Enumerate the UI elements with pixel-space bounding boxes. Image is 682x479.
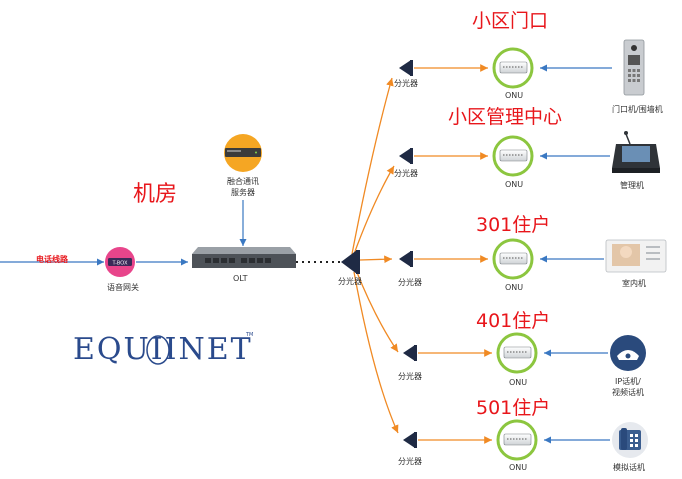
door-station-icon — [623, 39, 645, 96]
server-icon — [224, 134, 262, 172]
olt-label: OLT — [233, 274, 248, 283]
onu-icon — [492, 47, 534, 89]
device-label: 管理机 — [620, 181, 644, 190]
onu-label: ONU — [505, 283, 524, 292]
indoor-monitor-icon — [605, 239, 667, 273]
device-to-onu-links — [540, 64, 612, 444]
onu-label: ONU — [509, 378, 528, 387]
gateway-badge: T-BOX — [112, 261, 128, 267]
branch-splitter-icons — [399, 60, 417, 448]
onu-label: ONU — [505, 91, 524, 100]
device-label: 模拟话机 — [613, 463, 645, 472]
splitter-icon — [399, 148, 413, 164]
splitter-to-onu-links — [414, 64, 492, 444]
splitter-label: 分光器 — [398, 278, 422, 287]
device-label-line2: 视频话机 — [612, 388, 644, 397]
splitter-label: 分光器 — [398, 372, 422, 381]
telephone-line-label: 电话线路 — [36, 255, 68, 264]
splitter-icon — [403, 432, 417, 448]
central-splitter-icon — [341, 250, 360, 274]
branch-title: 301住户 — [476, 214, 551, 236]
onu-icon — [492, 135, 534, 177]
server-label-line2: 服务器 — [231, 188, 255, 197]
central-splitter-label: 分光器 — [338, 277, 362, 286]
branch-title: 501住户 — [476, 397, 551, 419]
splitter-icon — [399, 251, 413, 267]
splitter-label: 分光器 — [394, 169, 418, 178]
logo-mark — [146, 335, 170, 365]
onu-label: ONU — [505, 180, 524, 189]
brand-logo: EQUIINET — [73, 332, 253, 367]
onu-icon — [492, 238, 534, 280]
onu-label: ONU — [509, 463, 528, 472]
onu-icon — [496, 419, 538, 461]
branch-title: 401住户 — [476, 310, 551, 332]
device-label: IP话机/ — [615, 377, 641, 386]
analog-phone-icon — [612, 422, 648, 458]
branch-title: 小区门口 — [472, 10, 549, 32]
fiber-links — [351, 77, 399, 434]
branch-title: 小区管理中心 — [448, 106, 563, 128]
onu-icon — [496, 332, 538, 374]
splitter-label: 分光器 — [398, 457, 422, 466]
olt-device-icon — [192, 247, 296, 268]
splitter-icon — [399, 60, 413, 76]
device-label: 门口机/围墙机 — [612, 105, 663, 114]
room-label: 机房 — [133, 182, 178, 207]
voice-gateway-icon: T-BOX — [105, 247, 135, 277]
gateway-label: 语音网关 — [107, 283, 139, 292]
management-console-icon — [612, 131, 660, 173]
logo-trademark: TM — [246, 332, 254, 338]
server-label-line1: 融合通讯 — [227, 177, 259, 186]
splitter-icon — [403, 345, 417, 361]
splitter-label: 分光器 — [394, 79, 418, 88]
ip-phone-icon — [610, 335, 646, 371]
onu-icons — [492, 47, 538, 461]
device-label: 室内机 — [622, 279, 646, 288]
